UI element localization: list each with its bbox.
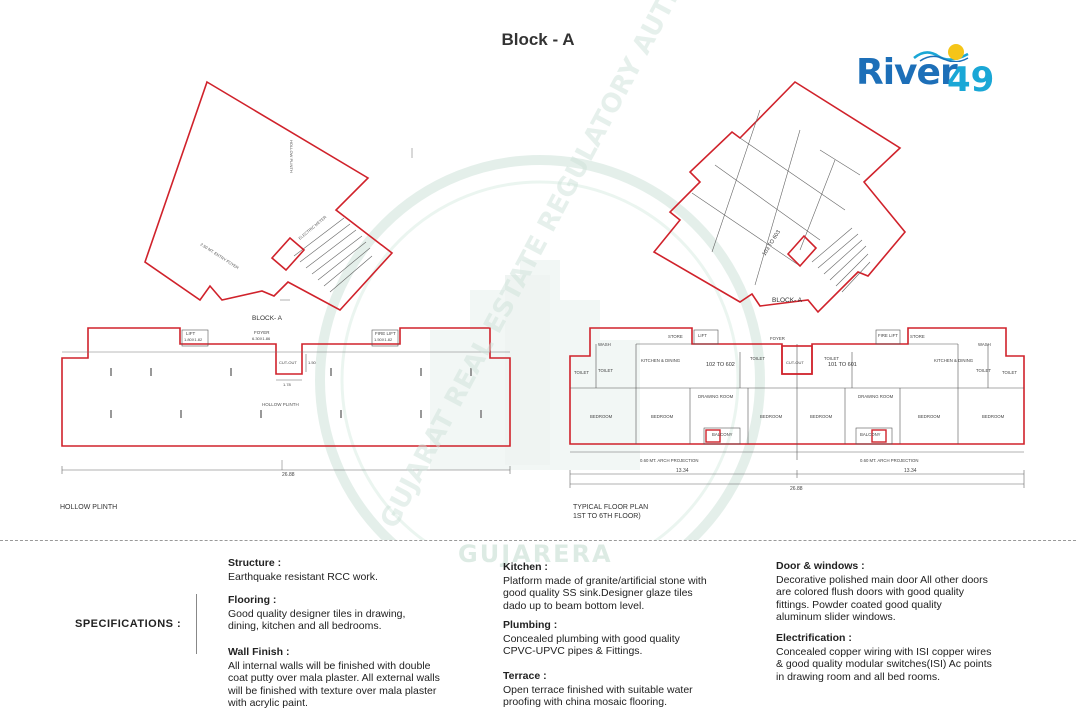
right-arch-projection-1: 0.60 MT. ARCH PROJECTION [640, 458, 699, 463]
spec-heading: Door & windows : [776, 560, 865, 572]
spec-heading: Terrace : [503, 670, 547, 682]
left-lift: LIFT [186, 331, 196, 336]
right-bedroom-2: BEDROOM [651, 414, 674, 419]
right-unit-103-603: 103 TO 603 [762, 229, 782, 257]
spec-plumbing: Plumbing : Concealed plumbing with good … [503, 619, 763, 658]
spec-body: Good quality designer tiles in drawing, … [228, 607, 406, 633]
left-plan-caption: HOLLOW PLINTH [60, 504, 118, 511]
floor-plans: HOLLOW PLINTH 2.50 MT. ENTRY FOYER ELECT… [61, 0, 1025, 540]
right-cutout: CUT-OUT [786, 360, 804, 365]
left-fire-lift-size: 1.50X1.82 [374, 337, 393, 342]
right-toilet-4: TOILET [824, 356, 839, 361]
right-bedroom-3: BEDROOM [760, 414, 783, 419]
right-dim-half-1: 13.34 [676, 468, 689, 474]
page-title: Block - A [501, 30, 575, 49]
right-lift: LIFT [698, 333, 707, 338]
left-entry-foyer: 2.50 MT. ENTRY FOYER [199, 242, 239, 271]
spec-body: Platform made of granite/artificial ston… [503, 574, 707, 612]
right-drawing-room-2: DRAWING ROOM [858, 394, 894, 399]
spec-heading: Electrification : [776, 632, 852, 644]
spec-terrace: Terrace : Open terrace finished with sui… [503, 670, 763, 709]
right-bedroom-6: BEDROOM [982, 414, 1005, 419]
right-wash-2: WASH [978, 342, 991, 347]
right-unit-102-602: 102 TO 602 [706, 362, 735, 368]
spec-heading: Plumbing : [503, 619, 558, 631]
left-electric-meter: ELECTRIC METER [297, 214, 327, 240]
logo-number: 49 [947, 60, 995, 100]
watermark-bottom-text: GUJARERA [458, 540, 613, 568]
right-kitchen-dining-1: KITCHEN & DINING [641, 358, 681, 363]
specifications-bracket [196, 594, 197, 654]
logo-word: River [856, 52, 958, 93]
right-fire-lift: FIRE LIFT [878, 333, 898, 338]
left-block-label: BLOCK- A [252, 315, 283, 322]
right-wash-1: WASH [598, 342, 611, 347]
spec-heading: Wall Finish : [228, 646, 290, 658]
spec-body: Concealed copper wiring with ISI copper … [776, 645, 992, 683]
right-foyer: FOYER [770, 336, 785, 341]
spec-structure: Structure : Earthquake resistant RCC wor… [228, 557, 488, 583]
right-balcony-1: BALCONY [712, 432, 733, 437]
left-fire-lift: FIRE LIFT [375, 331, 396, 336]
spec-body: Earthquake resistant RCC work. [228, 570, 378, 583]
right-bedroom-1: BEDROOM [590, 414, 613, 419]
right-kitchen-dining-2: KITCHEN & DINING [934, 358, 974, 363]
gujrera-watermark [315, 155, 765, 540]
spec-body: All internal walls will be finished with… [228, 659, 440, 710]
spec-body: Open terrace finished with suitable wate… [503, 683, 693, 709]
right-bedroom-4: BEDROOM [810, 414, 833, 419]
right-drawing-room-1: DRAWING ROOM [698, 394, 734, 399]
right-store-1: STORE [668, 334, 683, 339]
right-unit-101-601: 101 TO 601 [828, 362, 857, 368]
river49-logo: River 49 [852, 38, 1012, 100]
spec-flooring: Flooring : Good quality designer tiles i… [228, 594, 488, 633]
right-bedroom-5: BEDROOM [918, 414, 941, 419]
right-plan-caption-2: 1ST TO 6TH FLOOR) [573, 513, 641, 520]
right-block-label: BLOCK- A [772, 297, 803, 304]
left-dim-cut: 1.78 [283, 382, 292, 387]
left-foyer-size: 6.30X1.86 [252, 336, 271, 341]
right-dim-total: 26.88 [790, 486, 803, 492]
left-dim-total: 26.88 [282, 472, 295, 478]
spec-kitchen: Kitchen : Platform made of granite/artif… [503, 561, 763, 612]
left-foyer: FOYER [254, 330, 270, 335]
spec-wall-finish: Wall Finish : All internal walls will be… [228, 646, 490, 710]
right-toilet-3: TOILET [750, 356, 765, 361]
spec-heading: Structure : [228, 557, 282, 569]
spec-body: Decorative polished main door All other … [776, 573, 988, 624]
right-toilet-2: TOILET [598, 368, 613, 373]
left-hollow-plinth-top: HOLLOW PLINTH [289, 140, 294, 173]
left-dim-side: 1.50 [308, 360, 317, 365]
right-toilet-6: TOILET [1002, 370, 1017, 375]
spec-heading: Flooring : [228, 594, 277, 606]
right-arch-projection-2: 0.60 MT. ARCH PROJECTION [860, 458, 919, 463]
logo-sun-icon [948, 44, 964, 60]
left-hollow-plinth-main: HOLLOW PLINTH [262, 402, 299, 407]
spec-body: Concealed plumbing with good quality CPV… [503, 632, 680, 658]
right-balcony-2: BALCONY [860, 432, 881, 437]
right-plan-caption-1: TYPICAL FLOOR PLAN [573, 504, 649, 511]
right-store-2: STORE [910, 334, 925, 339]
left-lift-size: 1.80X1.82 [184, 337, 203, 342]
right-toilet-1: TOILET [574, 370, 589, 375]
left-cutout: CUT-OUT [279, 360, 297, 365]
typical-floor-plan: 103 TO 603 BLOCK- A 102 TO 602 101 TO 60… [569, 80, 1025, 492]
section-divider [0, 540, 1076, 541]
spec-heading: Kitchen : [503, 561, 548, 573]
right-dim-half-2: 13.34 [904, 468, 917, 474]
right-toilet-5: TOILET [976, 368, 991, 373]
spec-electrification: Electrification : Concealed copper wirin… [776, 632, 1056, 683]
spec-door-windows: Door & windows : Decorative polished mai… [776, 560, 1056, 624]
specifications-label: SPECIFICATIONS : [75, 618, 182, 630]
